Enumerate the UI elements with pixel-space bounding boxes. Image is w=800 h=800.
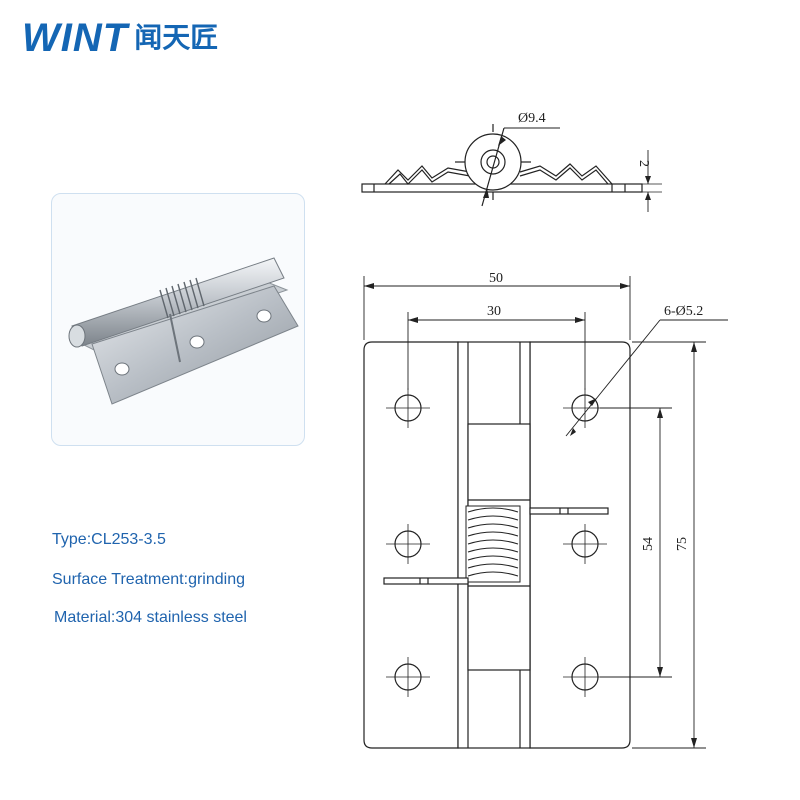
dim-overall-width: 50 bbox=[489, 271, 503, 286]
spring-hinge-photo-icon bbox=[68, 257, 299, 405]
technical-drawing: Ø9.4 2 50 30 6-Ø5.2 54 75 bbox=[361, 111, 728, 749]
dim-overall-height: 75 bbox=[675, 537, 690, 551]
dim-hole-spacing-x: 30 bbox=[487, 304, 501, 319]
side-view bbox=[361, 124, 662, 212]
dim-knuckle-diameter: Ø9.4 bbox=[518, 111, 546, 126]
spec-type: Type:CL253-3.5 bbox=[52, 531, 166, 548]
brand-logo: WINT 闻天匠 bbox=[22, 16, 218, 60]
product-photo bbox=[51, 193, 305, 446]
spec-surface-treatment: Surface Treatment:grinding bbox=[52, 571, 245, 588]
brand-name-latin: WINT bbox=[22, 16, 129, 60]
dim-thickness: 2 bbox=[636, 160, 651, 167]
brand-name-cjk: 闻天匠 bbox=[134, 21, 219, 54]
dim-holes: 6-Ø5.2 bbox=[664, 304, 703, 319]
dim-hole-spacing-y: 54 bbox=[641, 537, 656, 551]
spec-material: Material:304 stainless steel bbox=[54, 609, 247, 626]
front-view bbox=[363, 341, 631, 749]
